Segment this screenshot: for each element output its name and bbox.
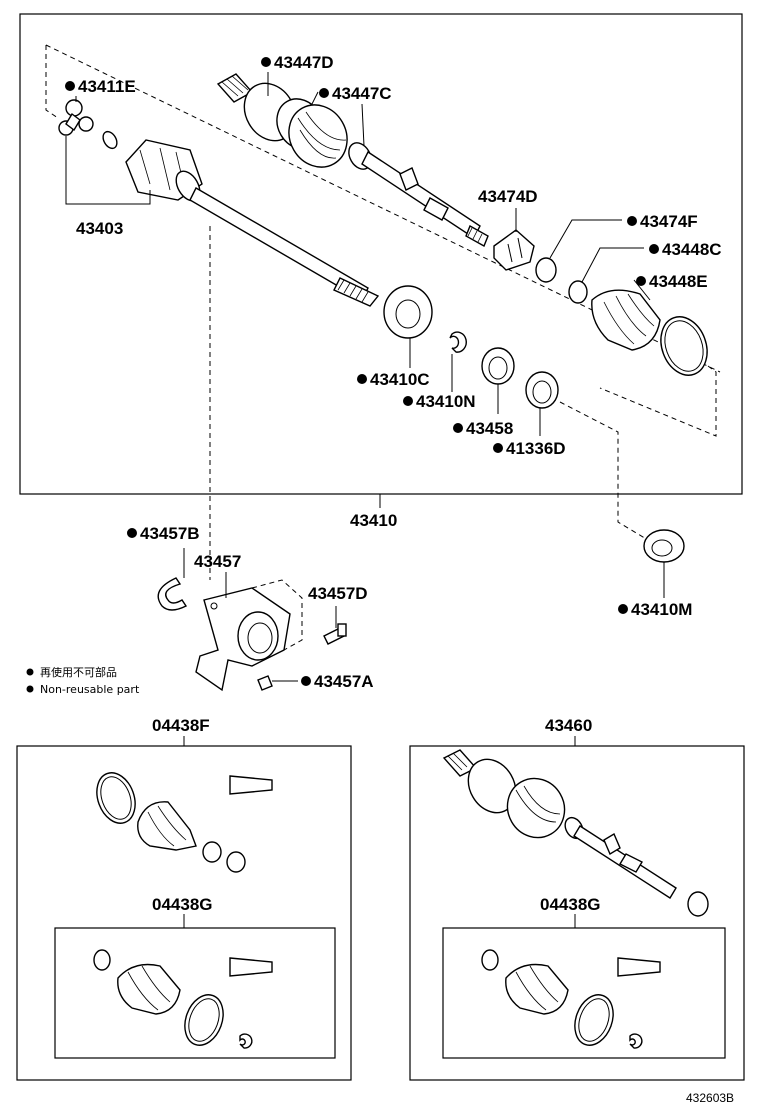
label-43460: 43460 [545,716,592,735]
inner-boot-kit-frame-right [442,927,726,1059]
shaft-assembly-frame-right [409,745,745,1081]
outer-cv-joint [216,73,489,247]
boot-kit-04438g-right-parts [481,949,661,1049]
label-43410: 43410 [350,511,397,530]
bolt-43457a [257,675,298,691]
dashed-line-right [599,365,717,437]
dashed-line-43410m [559,401,649,541]
label-43410m: 43410M [631,600,692,619]
label-43457d: 43457D [308,584,368,603]
label-43457: 43457 [194,552,241,571]
label-43410n: 43410N [416,392,476,411]
label-43474d: 43474D [478,187,538,206]
label-04438g-right: 04438G [540,895,601,914]
seal-43458 [481,347,515,385]
shaft-assembly-43460-parts [442,749,709,917]
label-04438f: 04438F [152,716,210,735]
grease-tube-icon [229,957,273,977]
bearing-43410c [383,285,433,339]
snap-ring-43410n [449,331,467,353]
label-43448c: 43448C [662,240,722,259]
clamp-43474f [535,257,557,283]
center-bearing-bracket-43457 [195,579,303,692]
label-43410c: 43410C [370,370,430,389]
clamp-43448c [568,280,588,304]
bolt-43457d [323,623,347,645]
dynamic-damper-43474d [493,229,535,271]
label-04438g-left: 04438G [152,895,213,914]
inner-boot-kit-frame-left [54,927,336,1059]
non-reusable-markers [26,57,659,693]
label-43457a: 43457A [314,672,374,691]
legend-japanese: 再使用不可部品 [40,665,117,679]
label-41336d: 41336D [506,439,566,458]
drive-shaft [189,187,380,307]
label-43448e: 43448E [649,272,708,291]
label-43447c: 43447C [332,84,392,103]
grease-tube-icon [617,957,661,977]
label-43403: 43403 [76,219,123,238]
dashed-line-top [45,45,59,119]
seal-41336d [525,371,559,409]
boot-kit-04438g-left-parts [93,949,273,1049]
inner-tripod-joint [58,99,203,202]
diagram-code: 432603B [686,1091,734,1105]
label-43474f: 43474F [640,212,698,231]
grease-tube-icon [229,775,273,795]
legend-english: Non-reusable part [40,683,140,696]
main-assembly-frame [19,13,743,495]
inboard-boot-43448e [591,289,708,376]
snap-ring-43457b [157,577,188,611]
label-43411e: 43411E [78,77,136,96]
seal-43410m [643,529,685,563]
label-43457b: 43457B [140,524,200,543]
label-43458: 43458 [466,419,513,438]
boot-kit-04438f-parts [96,772,273,873]
label-43447d: 43447D [274,53,334,72]
leader-lines [65,72,665,928]
